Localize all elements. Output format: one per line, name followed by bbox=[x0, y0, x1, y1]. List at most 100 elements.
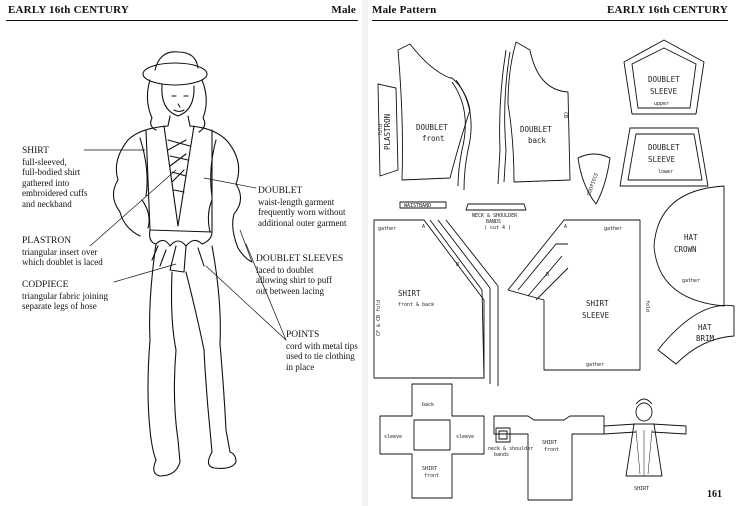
male-costume-figure bbox=[83, 51, 287, 477]
hat-crown-label-1: HAT bbox=[684, 233, 698, 242]
left-header-section: Male bbox=[331, 4, 356, 16]
right-page: Male Pattern EARLY 16th CENTURY PLASTRON… bbox=[368, 0, 736, 506]
doublet-sleeve-upper-label-1: DOUBLET bbox=[648, 75, 680, 84]
shirt-b-label: B bbox=[456, 262, 459, 268]
shirt-label-2: front & back bbox=[398, 302, 434, 308]
hat-brim-piece bbox=[657, 304, 735, 365]
shirt-layout-diagram bbox=[379, 383, 485, 499]
codpiece-label: CODPIECE bbox=[586, 172, 600, 197]
annotation-points-title: POINTS bbox=[286, 330, 320, 340]
right-leg-drawing bbox=[185, 271, 213, 453]
cb-label: CB bbox=[562, 112, 568, 118]
diagram-shirt-front-label-1: SHIRT bbox=[422, 466, 437, 472]
doublet-back-label-1: DOUBLET bbox=[520, 125, 552, 134]
sleeve-a-label: A bbox=[564, 224, 567, 230]
shirt-sleeve-label-2: SLEEVE bbox=[582, 311, 610, 320]
hat-crown-label-2: CROWN bbox=[674, 245, 697, 254]
leader-points bbox=[205, 243, 287, 341]
annotation-codpiece: CODPIECE triangular fabric joining separ… bbox=[22, 280, 108, 311]
shirt-gather-label: gather bbox=[378, 226, 396, 232]
doublet-back-label-2: back bbox=[528, 136, 547, 145]
shirt-label-1: SHIRT bbox=[398, 289, 421, 298]
plastron-label: PLASTRON bbox=[383, 114, 392, 150]
right-header-title: EARLY 16th CENTURY bbox=[607, 4, 728, 16]
annotation-doublet-sleeves-title: DOUBLET SLEEVES bbox=[256, 254, 344, 264]
doublet-front-label-1: DOUBLET bbox=[416, 123, 448, 132]
annotation-plastron: PLASTRON triangular insert over which do… bbox=[22, 236, 103, 267]
plastron-piece bbox=[377, 83, 399, 177]
annotation-codpiece-title: CODPIECE bbox=[22, 280, 69, 290]
shirt-sleeve-piece bbox=[507, 219, 641, 371]
hat-crown-drawing bbox=[154, 51, 199, 71]
neck-bands-piece bbox=[465, 203, 527, 211]
sleeve-gather-label: gather bbox=[604, 226, 622, 232]
leader-codpiece bbox=[113, 263, 177, 283]
doublet-sleeve-lower-label-1: DOUBLET bbox=[648, 143, 680, 152]
sleeve-gather-bottom-label: gather bbox=[586, 362, 604, 368]
sleeve-b-label: B bbox=[546, 272, 549, 278]
hat-crown-piece bbox=[653, 185, 725, 307]
right-arm-drawing bbox=[227, 141, 253, 263]
doublet-front-label-2: front bbox=[422, 134, 445, 143]
neck-bands-label-1: NECK & SHOULDER bbox=[472, 213, 518, 219]
doublet-drawing bbox=[145, 129, 213, 233]
shirt-sleeve-label-1: SHIRT bbox=[586, 299, 609, 308]
annotation-plastron-title: PLASTRON bbox=[22, 236, 72, 246]
shirt-figure-caption: SHIRT bbox=[634, 486, 649, 492]
left-arm-drawing bbox=[112, 139, 141, 237]
flat-shirt-label-1: SHIRT bbox=[542, 440, 557, 446]
codpiece-piece bbox=[577, 153, 611, 205]
hat-brim-label-1: HAT bbox=[698, 323, 712, 332]
doublet-sleeve-lower-label-2: SLEEVE bbox=[648, 155, 676, 164]
annotation-doublet-sleeves: DOUBLET SLEEVES laced to doublet allowin… bbox=[256, 254, 344, 296]
annotation-doublet: DOUBLET waist-length garment frequently … bbox=[258, 186, 347, 228]
doublet-sleeve-upper-label-2: SLEEVE bbox=[650, 87, 678, 96]
annotation-points: POINTS cord with metal tips used to tie … bbox=[286, 330, 358, 372]
leader-plastron bbox=[89, 169, 177, 247]
plastron-fold-label: fold bbox=[378, 124, 384, 136]
diagram-shirt-front-label-2: front bbox=[424, 473, 439, 479]
waistband-piece bbox=[399, 201, 447, 209]
hat-brim-label-2: BRIM bbox=[696, 334, 715, 343]
doublet-back-piece bbox=[507, 41, 571, 183]
face-drawing bbox=[161, 83, 195, 117]
leader-sleeves bbox=[239, 229, 253, 263]
neck-bands-label-2: BANDS bbox=[486, 219, 501, 225]
annotation-shirt-title: SHIRT bbox=[22, 146, 49, 156]
neck-bands-label-3: ( cut 4 ) bbox=[484, 225, 511, 231]
plastron-drawing bbox=[163, 125, 195, 227]
shirt-figure-drawing bbox=[603, 398, 687, 477]
flat-shirt-diagram bbox=[493, 415, 605, 501]
annotation-doublet-title: DOUBLET bbox=[258, 186, 303, 196]
left-page: EARLY 16th CENTURY Male bbox=[0, 0, 362, 506]
cf-fold-label: CF & CB fold bbox=[376, 300, 382, 336]
shirt-front-back-piece bbox=[373, 219, 485, 379]
pattern-pieces: PLASTRON fold DOUBLET front DOUBLET back… bbox=[373, 39, 735, 501]
left-leg-drawing bbox=[147, 243, 157, 461]
left-shoe-drawing bbox=[153, 459, 181, 477]
diagram-sleeve-right-label: sleeve bbox=[456, 434, 474, 440]
codpiece-drawing bbox=[169, 245, 187, 273]
hat-gather-label: gather bbox=[682, 278, 700, 284]
shirt-a-label: A bbox=[422, 224, 425, 230]
neck-shoulder-bands-label-2: bands bbox=[494, 452, 509, 458]
page-number: 161 bbox=[707, 489, 722, 500]
doublet-sleeve-lower-label-3: lower bbox=[658, 169, 673, 175]
page-gutter bbox=[362, 0, 368, 506]
neck-bands-square bbox=[495, 427, 511, 443]
hat-brim-drawing bbox=[142, 62, 208, 86]
waistband-label: WAISTBAND bbox=[404, 203, 431, 209]
doublet-sleeve-upper-piece bbox=[623, 39, 705, 115]
left-header-title: EARLY 16th CENTURY bbox=[8, 4, 129, 16]
doublet-lacing bbox=[167, 139, 191, 193]
diagram-sleeve-left-label: sleeve bbox=[384, 434, 402, 440]
diagram-back-label: back bbox=[422, 402, 434, 408]
flat-shirt-label-2: front bbox=[544, 447, 559, 453]
neck-shoulder-bands-label-1: neck & shoulder bbox=[488, 446, 533, 452]
right-shoe-drawing bbox=[207, 451, 237, 469]
doublet-sleeve-upper-label-3: upper bbox=[654, 101, 669, 107]
doublet-front-piece bbox=[397, 43, 471, 181]
sleeve-fold-label: fold bbox=[644, 300, 650, 312]
right-header-rule bbox=[372, 20, 728, 21]
annotation-shirt: SHIRT full-sleeved, full-bodied shirt ga… bbox=[22, 146, 88, 209]
